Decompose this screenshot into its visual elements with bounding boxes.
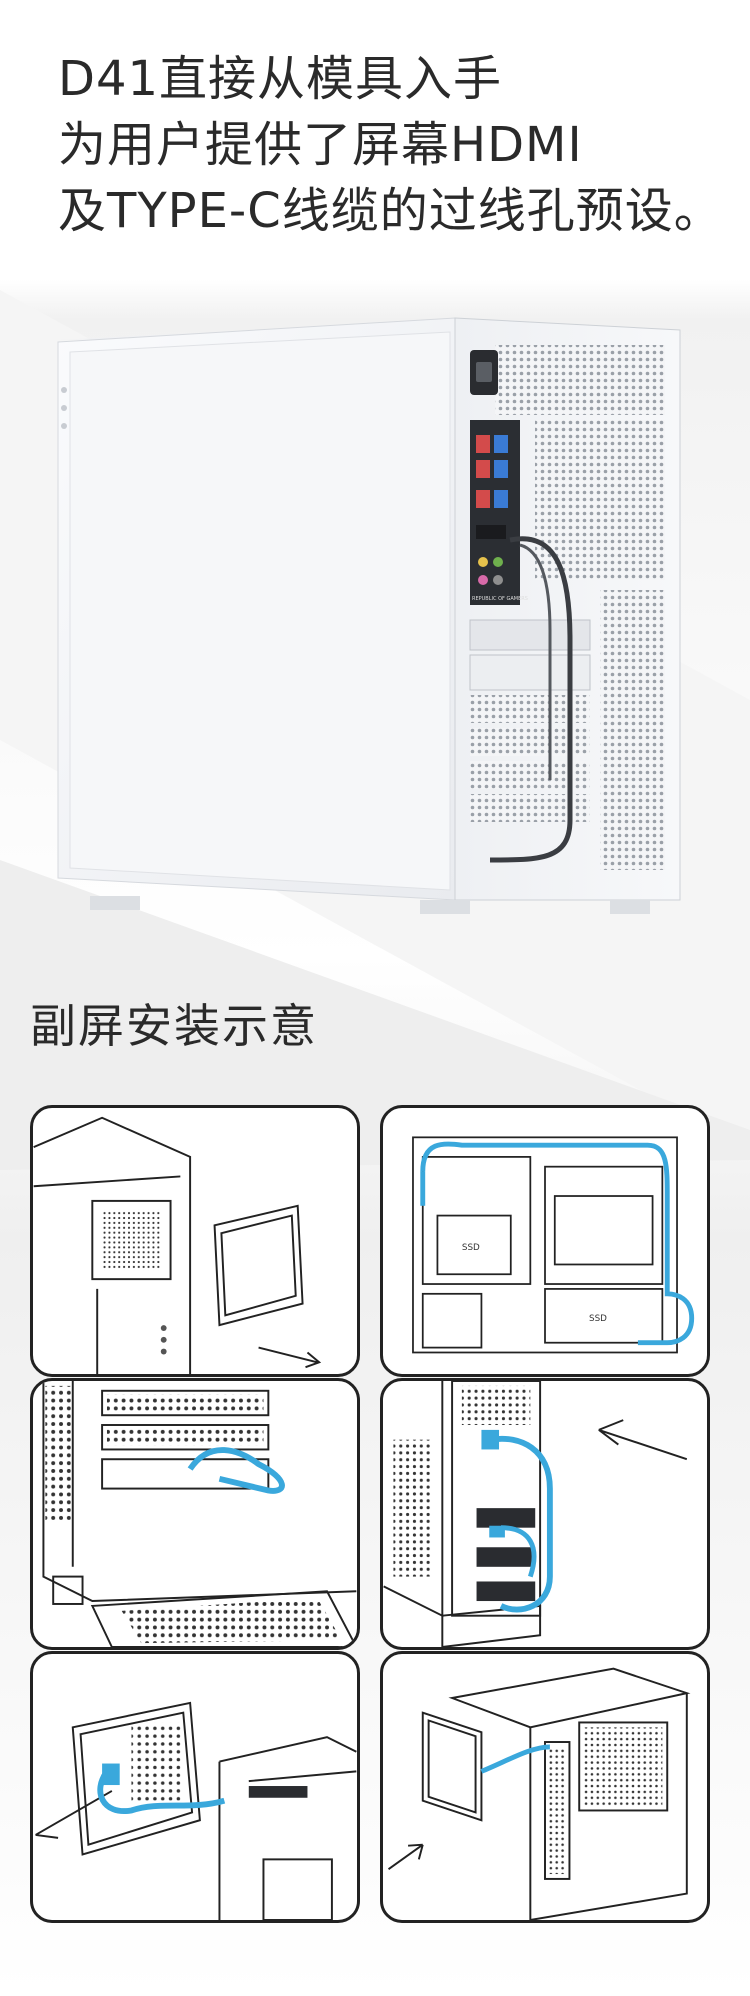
headline: D41直接从模具入手 为用户提供了屏幕HDMI 及TYPE-C线缆的过线孔预设。 <box>58 46 723 244</box>
ssd-label-2: SSD <box>589 1314 607 1324</box>
pc-case-render: REPUBLIC OF GAMERS <box>0 300 750 920</box>
headline-line-1: D41直接从模具入手 <box>58 51 503 107</box>
routing-cable <box>480 1744 551 1774</box>
typec-cable <box>500 1525 537 1578</box>
routing-cable <box>420 1141 695 1346</box>
foot <box>90 896 140 910</box>
routing-cable <box>97 1769 226 1814</box>
install-step-cable-routing: SSD SSD <box>412 1136 695 1354</box>
install-step-connect-cables <box>383 1381 688 1647</box>
routing-cable <box>187 1447 285 1494</box>
hdmi-cable <box>490 1435 553 1613</box>
diagram-panel-4 <box>380 1378 710 1650</box>
foot <box>420 900 470 914</box>
diagram-panel-6 <box>380 1651 710 1923</box>
diagram-panel-3 <box>30 1378 360 1650</box>
install-step-complete <box>387 1667 691 1920</box>
headline-line-2: 为用户提供了屏幕HDMI <box>58 117 583 173</box>
motherboard-label: REPUBLIC OF GAMERS <box>472 596 528 602</box>
hdmi-cable <box>489 536 573 863</box>
foot <box>610 900 650 914</box>
ssd-label: SSD <box>462 1243 480 1253</box>
install-step-rear-slot <box>42 1381 357 1647</box>
diagram-panel-2: SSD SSD <box>380 1105 710 1377</box>
section-title: 副屏安装示意 <box>30 999 318 1053</box>
diagram-panel-1 <box>30 1105 360 1377</box>
install-step-screen-connect <box>35 1701 357 1920</box>
headline-line-3: 及TYPE-C线缆的过线孔预设。 <box>58 183 723 239</box>
install-step-remove-panel <box>33 1116 322 1374</box>
diagram-panel-5 <box>30 1651 360 1923</box>
